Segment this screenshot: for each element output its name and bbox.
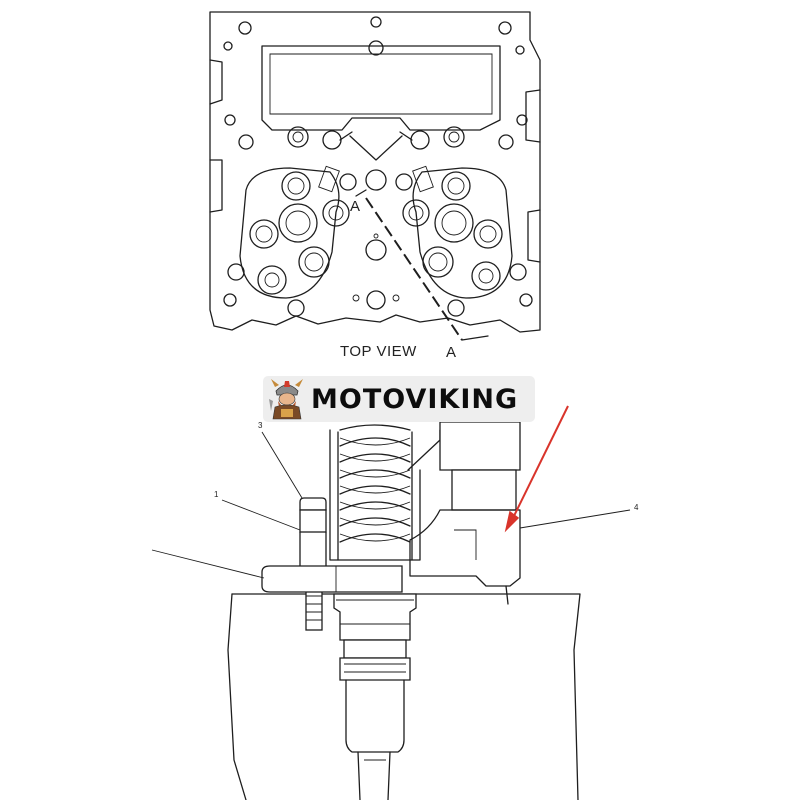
callout-3: 3: [258, 421, 263, 430]
top-view-caption: TOP VIEW: [340, 343, 417, 360]
viking-mascot-icon: [269, 379, 303, 420]
brand-name: MOTOVIKING: [311, 383, 519, 415]
brand-watermark: MOTOVIKING: [263, 376, 535, 422]
callout-4: 4: [634, 503, 639, 512]
section-line: [365, 197, 463, 341]
red-arrow-icon: [504, 405, 569, 533]
callout-1: 1: [214, 490, 219, 499]
section-label-lower: A: [446, 344, 456, 361]
section-label-upper: A: [350, 198, 360, 215]
top-view-cylinder-head: A A TOP VIEW: [209, 11, 541, 361]
injector-section-view: 3 1 4: [151, 405, 639, 801]
